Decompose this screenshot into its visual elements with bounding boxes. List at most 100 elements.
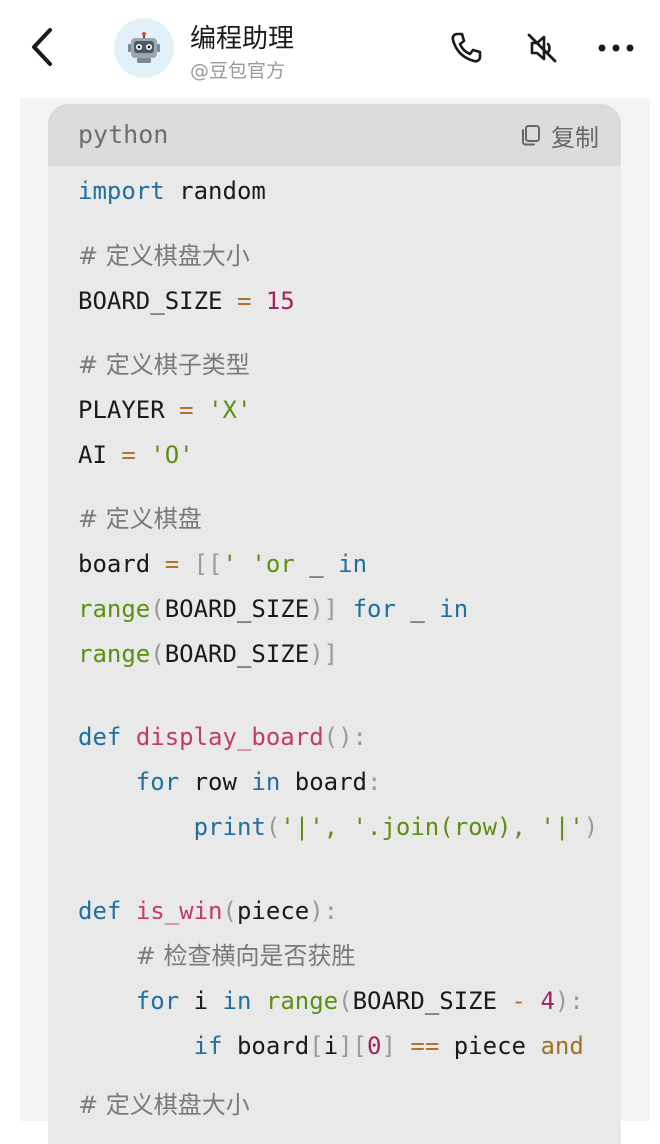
code-line: for row in board: (78, 767, 382, 797)
code-token: [[ (193, 550, 223, 578)
code-line: range(BOARD_SIZE)] for _ in (78, 594, 468, 624)
chevron-left-icon (32, 28, 52, 66)
code-token: ][ (338, 1032, 368, 1060)
code-token: == (410, 1032, 440, 1060)
code-token: '|', '.join(row), '|' (280, 813, 584, 841)
code-token: # 定义棋盘大小 (78, 1091, 250, 1119)
code-token: def (78, 897, 122, 925)
code-token (121, 897, 135, 925)
code-token: i (179, 987, 223, 1015)
code-token: ): (554, 987, 584, 1015)
code-token: in (338, 550, 368, 578)
code-token: for (135, 987, 180, 1015)
call-button[interactable] (446, 28, 486, 68)
code-line: # 定义棋盘大小 (78, 1090, 250, 1120)
code-token: ) (583, 813, 599, 841)
code-token: 0 (367, 1032, 382, 1060)
code-token: AI (78, 441, 122, 469)
avatar[interactable] (114, 18, 174, 78)
code-token: PLAYER (78, 396, 180, 424)
code-token: in (222, 987, 252, 1015)
code-line: AI = 'O' (78, 440, 194, 470)
code-token: = (236, 287, 252, 315)
code-token (338, 595, 352, 623)
copy-icon (522, 125, 540, 146)
code-token: # 定义棋盘 (78, 505, 202, 533)
code-token: range (265, 987, 339, 1015)
code-line: print('|', '.join(row), '|') (78, 812, 599, 842)
code-block-header: python 复制 (48, 104, 621, 166)
code-line: board = [[' 'or _ in (78, 549, 367, 579)
speaker-muted-icon (527, 33, 557, 63)
code-token: for (352, 595, 396, 623)
code-token: # 定义棋盘大小 (78, 242, 250, 270)
code-token (194, 396, 208, 424)
code-token: ( (265, 813, 281, 841)
code-token (179, 550, 193, 578)
code-token (136, 441, 150, 469)
code-token: i (323, 1032, 339, 1060)
code-token: _ (294, 550, 339, 578)
code-token: def (78, 723, 122, 751)
code-token (78, 1032, 194, 1060)
mute-button[interactable] (522, 28, 562, 68)
code-token: row (179, 768, 252, 796)
code-line: # 定义棋盘 (78, 504, 202, 534)
code-token: in (251, 768, 281, 796)
code-language-label: python (78, 120, 169, 149)
code-token: 4 (540, 987, 555, 1015)
code-token (396, 1032, 410, 1060)
code-line: range(BOARD_SIZE)] (78, 639, 338, 669)
code-token: - (511, 987, 526, 1015)
code-line: # 检查横向是否获胜 (78, 941, 356, 971)
code-token: import (78, 177, 165, 205)
code-token: BOARD_SIZE (164, 640, 310, 668)
code-token: ( (150, 595, 165, 623)
code-token (121, 723, 135, 751)
code-token: in (439, 595, 469, 623)
back-button[interactable] (26, 26, 60, 68)
code-token: BOARD_SIZE (164, 595, 310, 623)
code-token: and (540, 1032, 584, 1060)
code-token: = (164, 550, 180, 578)
code-token: ( (150, 640, 165, 668)
code-token: )] (309, 595, 339, 623)
code-line: # 定义棋盘大小 (78, 241, 250, 271)
code-token: = (179, 396, 194, 424)
code-token: BOARD_SIZE (78, 287, 237, 315)
code-line: if board[i][0] == piece and (78, 1031, 584, 1061)
code-block: python 复制 import random # 定义棋盘大小 BOARD_S… (48, 104, 621, 1144)
code-token: 15 (265, 287, 295, 315)
code-token: print (193, 813, 266, 841)
code-token: )] (309, 640, 339, 668)
more-icon (598, 44, 634, 52)
code-token: _ (395, 595, 440, 623)
code-token: BOARD_SIZE (352, 987, 512, 1015)
code-line: import random (78, 176, 266, 206)
more-button[interactable] (596, 28, 636, 68)
code-token: board (280, 768, 368, 796)
code-token (78, 813, 194, 841)
code-token: if (193, 1032, 223, 1060)
code-token: board (78, 550, 165, 578)
copy-label: 复制 (551, 123, 599, 152)
code-token (78, 768, 136, 796)
code-token: : (367, 768, 382, 796)
code-token (251, 287, 265, 315)
code-token: ( (338, 987, 353, 1015)
code-token: piece (236, 897, 310, 925)
code-token: # 定义棋子类型 (78, 351, 250, 379)
code-line: BOARD_SIZE = 15 (78, 286, 295, 316)
code-token: ): (309, 897, 339, 925)
copy-button[interactable]: 复制 (519, 118, 599, 152)
code-token: 'X' (208, 396, 252, 424)
code-token: 'O' (150, 441, 194, 469)
chat-subtitle: @豆包官方 (190, 60, 286, 82)
code-token (526, 987, 540, 1015)
code-token: is_win (135, 897, 223, 925)
code-token (78, 987, 136, 1015)
code-line: # 定义棋子类型 (78, 350, 250, 380)
chat-header: 编程助理 @豆包官方 (0, 0, 660, 96)
code-token: ' 'or (222, 550, 295, 578)
code-token: [ (309, 1032, 324, 1060)
